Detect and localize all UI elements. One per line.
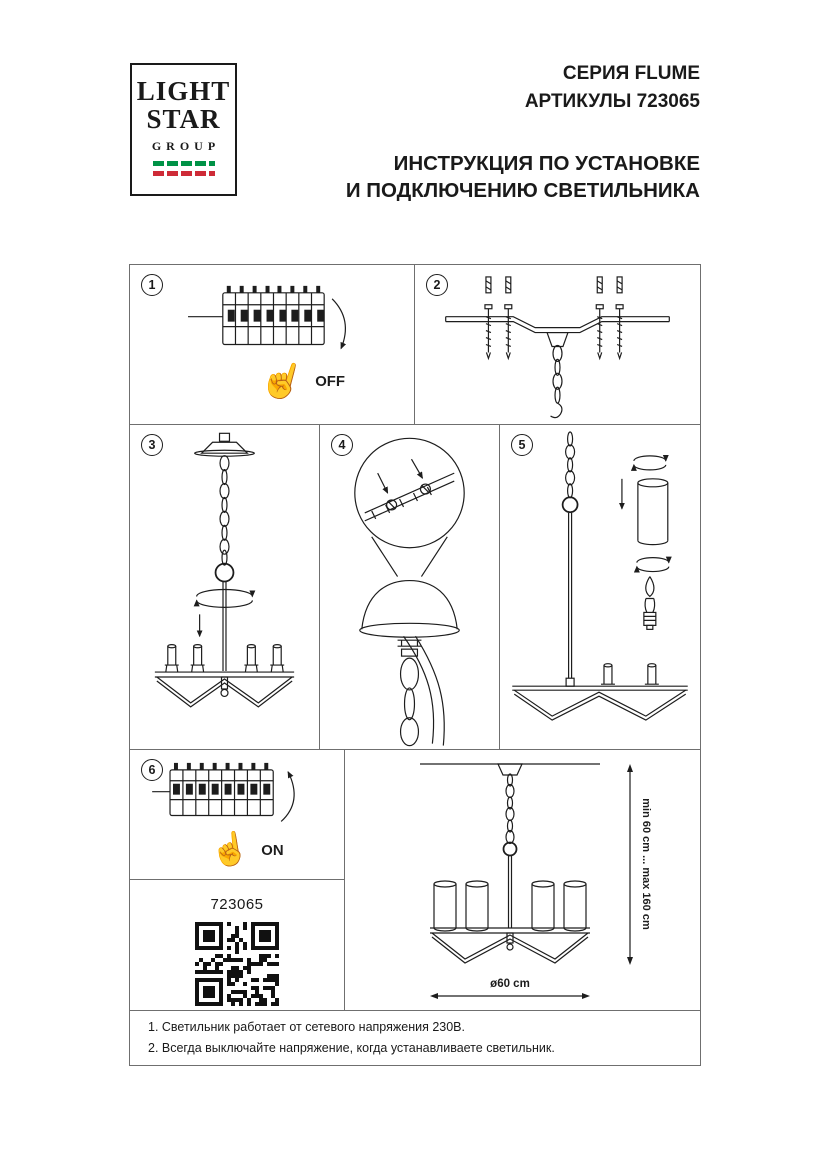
- logo-flag-green-stripe: [152, 160, 215, 166]
- step-2-panel: 2: [415, 265, 700, 425]
- hanging-ring: [502, 841, 518, 857]
- height-dimension-label: min 60 cm ... max 160 cm: [640, 798, 652, 930]
- step-5-badge: 5: [511, 434, 533, 456]
- chain-links-large: [399, 657, 420, 747]
- step-2-badge: 2: [426, 274, 448, 296]
- logo-word-light: LIGHT: [136, 76, 231, 106]
- qr-code: [195, 922, 279, 1006]
- final-chandelier-illustration: min 60 cm ... max 160 cm ø60 cm: [420, 763, 652, 999]
- candle-holders: [164, 643, 285, 673]
- central-rod: [507, 856, 513, 928]
- mounting-strap: [445, 316, 670, 334]
- mounting-bracket-drawing: [445, 276, 670, 419]
- rod-hub: [565, 677, 575, 687]
- ceiling-canopy: [194, 432, 255, 457]
- series-title: СЕРИЯ FLUME: [562, 63, 700, 84]
- zigzag-arms-top: [513, 689, 687, 717]
- instruction-title-line1: ИНСТРУКЦИЯ ПО УСТАНОВКЕ: [393, 152, 700, 175]
- chandelier-frame: [430, 927, 590, 964]
- step-3-badge: 3: [141, 434, 163, 456]
- step-1-badge: 1: [141, 274, 163, 296]
- canopy-dome: [359, 579, 460, 657]
- hanging-chain: [550, 344, 563, 419]
- lamp-shades: [433, 880, 587, 932]
- chain-cup: [546, 331, 569, 348]
- height-dimension-arrow: [627, 764, 633, 965]
- wires: [403, 635, 445, 746]
- mount-closeup-illustration: [354, 437, 465, 747]
- zigzag-arms-top: [156, 676, 293, 704]
- final-dimensions-panel: min 60 cm ... max 160 cm ø60 cm: [345, 750, 700, 1010]
- footnote-2: 2. Всегда выключайте напряжение, когда у…: [148, 1041, 555, 1055]
- document-header: СЕРИЯ FLUME АРТИКУЛЫ 723065 ИНСТРУКЦИЯ П…: [346, 60, 700, 204]
- diameter-dimension-arrow: [430, 993, 590, 999]
- hanging-ring: [561, 496, 579, 514]
- logo-word-group: GROUP: [151, 138, 221, 153]
- step-5-panel: 5: [500, 425, 700, 750]
- articles-title: АРТИКУЛЫ 723065: [524, 91, 700, 112]
- chandelier-frame: [154, 643, 295, 708]
- zigzag-arms-bottom: [513, 693, 687, 721]
- callout-lines: [371, 536, 448, 577]
- magnifier-circle: [354, 437, 465, 549]
- step-6-panel: 6 ☝ ON: [130, 750, 345, 880]
- chandelier-hanging-illustration: [154, 432, 295, 708]
- bulb-rotation-arrows: [633, 556, 672, 573]
- breaker-on-illustration: ☝ ON: [152, 762, 295, 871]
- logo-flag-red-stripe: [152, 170, 215, 176]
- suspension-chain: [505, 773, 515, 845]
- chandelier-frame: [512, 663, 688, 721]
- article-code: 723065: [210, 896, 264, 913]
- ceiling-bracket-illustration: [445, 276, 670, 419]
- logo-word-star: STAR: [146, 104, 221, 135]
- off-label: OFF: [315, 374, 345, 390]
- central-rod: [567, 512, 573, 679]
- zigzag-arms-bottom: [431, 936, 589, 964]
- suspension-chain: [219, 455, 230, 566]
- diameter-dimension-label: ø60 cm: [490, 978, 530, 990]
- central-rod: [222, 581, 227, 672]
- candle-bulb: [643, 576, 657, 630]
- hanging-ring: [214, 562, 235, 583]
- switch-up-arrow: [280, 770, 295, 822]
- assembly-illustration: [512, 431, 688, 721]
- ceiling-canopy: [497, 763, 523, 776]
- lamp-shade: [637, 478, 669, 546]
- step-1-panel: 1 ☝ OFF: [130, 265, 415, 425]
- on-label: ON: [261, 843, 283, 859]
- bracket-detail: [364, 458, 455, 522]
- hand-icon: ☝: [208, 827, 252, 870]
- instruction-title-line2: И ПОДКЛЮЧЕНИЮ СВЕТИЛЬНИКА: [345, 179, 700, 202]
- circuit-breaker-drawing: [152, 762, 295, 822]
- step-4-panel: 4: [320, 425, 500, 750]
- suspension-chain: [565, 431, 576, 499]
- screws-and-anchors: [484, 276, 624, 361]
- zigzag-arms-top: [431, 932, 589, 960]
- step-4-badge: 4: [331, 434, 353, 456]
- switch-down-arrow: [331, 298, 347, 350]
- step-3-panel: 3: [130, 425, 320, 750]
- zigzag-arms-bottom: [156, 680, 293, 708]
- step-6-badge: 6: [141, 759, 163, 781]
- footnote-1: 1. Светильник работает от сетевого напря…: [148, 1020, 465, 1035]
- article-qr-panel: 723065: [130, 880, 345, 1010]
- hand-icon: ☝: [255, 353, 310, 407]
- footnotes-panel: 1. Светильник работает от сетевого напря…: [130, 1010, 700, 1065]
- rotation-arrows: [193, 588, 256, 608]
- instruction-diagram-grid: 1 ☝ OFF 2: [129, 264, 701, 1066]
- lightstar-logo: LIGHT STAR GROUP: [130, 63, 237, 196]
- circuit-breaker-drawing: [188, 285, 347, 350]
- breaker-off-illustration: ☝ OFF: [188, 285, 347, 407]
- shade-rotation-arrows: [630, 454, 669, 471]
